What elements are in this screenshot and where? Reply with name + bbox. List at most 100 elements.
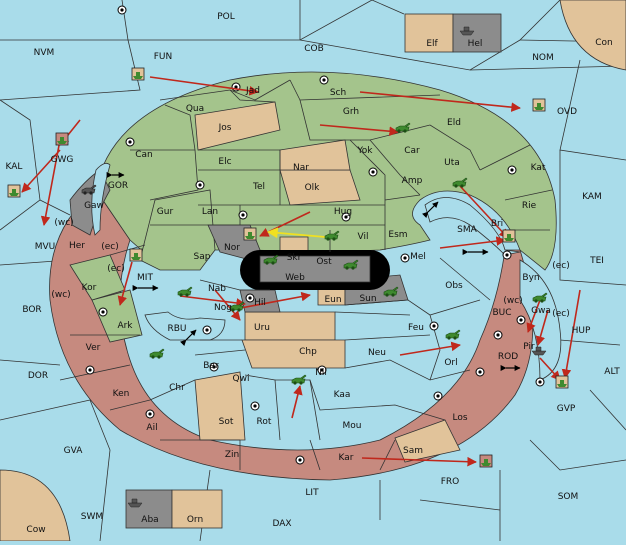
province-label-gor: GOR bbox=[108, 181, 128, 191]
province-label-rod: ROD bbox=[498, 352, 518, 362]
province-label-los: Los bbox=[452, 413, 467, 423]
province-label-elc: Elc bbox=[218, 157, 231, 167]
province-label-ail: Ail bbox=[146, 423, 157, 433]
province-label-esm: Esm bbox=[388, 230, 407, 240]
province-label-car: Car bbox=[404, 146, 420, 156]
province-label-nar: Nar bbox=[293, 163, 309, 173]
web-region[interactable] bbox=[259, 255, 371, 283]
con-region[interactable] bbox=[559, 0, 626, 71]
sot-region[interactable] bbox=[194, 371, 246, 441]
province-label-mel: Mel bbox=[410, 252, 426, 262]
province-label-kor: Kor bbox=[82, 283, 97, 293]
province-label-feu: Feu bbox=[408, 323, 424, 333]
army-icon[interactable] bbox=[177, 286, 193, 298]
province-label-uta: Uta bbox=[444, 158, 460, 168]
coast-tag: (ec) bbox=[552, 309, 570, 319]
province-label-gvp: GVP bbox=[557, 404, 576, 414]
ark-region[interactable] bbox=[91, 289, 143, 343]
province-label-gwa: Gwa bbox=[531, 306, 551, 316]
province-label-bri: Bri bbox=[491, 219, 503, 229]
province-label-som: SOM bbox=[558, 492, 579, 502]
province-label-nvm: NVM bbox=[34, 48, 55, 58]
province-label-chr: Chr bbox=[169, 383, 185, 393]
province-label-pir: Pir bbox=[523, 342, 535, 352]
province-label-alt: ALT bbox=[604, 367, 620, 377]
province-label-bar: Bar bbox=[203, 361, 219, 371]
gor-sea[interactable] bbox=[91, 162, 111, 236]
province-label-bor: BOR bbox=[22, 305, 41, 315]
olk-region[interactable] bbox=[279, 169, 361, 206]
hel-region[interactable] bbox=[452, 13, 502, 53]
aba-region[interactable] bbox=[125, 489, 173, 529]
jos-region[interactable] bbox=[194, 101, 281, 151]
province-label-elf: Elf bbox=[426, 39, 438, 49]
province-label-obs: Obs bbox=[445, 281, 463, 291]
province-label-ost: Ost bbox=[316, 257, 332, 267]
fleet-icon[interactable] bbox=[243, 227, 257, 241]
army-icon[interactable] bbox=[149, 348, 165, 360]
army-icon[interactable] bbox=[291, 374, 307, 386]
province-label-chp: Chp bbox=[299, 347, 317, 357]
province-label-aba: Aba bbox=[141, 515, 158, 525]
province-label-sam: Sam bbox=[403, 446, 423, 456]
province-label-nom: NOM bbox=[532, 53, 554, 63]
province-label-dor: DOR bbox=[28, 371, 48, 381]
province-label-ovd: OVD bbox=[557, 107, 577, 117]
fleet-icon[interactable] bbox=[55, 132, 69, 146]
province-label-orn: Orn bbox=[187, 515, 203, 525]
province-label-sap: Sap bbox=[194, 252, 211, 262]
province-label-rie: Rie bbox=[522, 201, 537, 211]
army-icon[interactable] bbox=[445, 329, 461, 341]
province-label-nor: Nor bbox=[224, 243, 240, 253]
fleet-icon[interactable] bbox=[7, 184, 21, 198]
province-label-nil: Nil bbox=[315, 368, 327, 378]
fleet-icon[interactable] bbox=[131, 67, 145, 81]
province-label-qwi: Qwi bbox=[233, 374, 250, 384]
province-label-eun: Eun bbox=[324, 295, 341, 305]
province-label-nog: Nog bbox=[214, 303, 232, 313]
convoy-arrows bbox=[106, 172, 521, 371]
fleet-icon[interactable] bbox=[129, 248, 143, 262]
province-label-cow: Cow bbox=[26, 525, 45, 535]
province-label-fun: FUN bbox=[154, 52, 173, 62]
province-label-ark: Ark bbox=[117, 321, 133, 331]
sam-region[interactable] bbox=[394, 419, 461, 463]
province-label-sot: Sot bbox=[219, 417, 234, 427]
province-label-jad: Jad bbox=[245, 86, 260, 96]
province-label-kat: Kat bbox=[531, 163, 546, 173]
coast-tag: (ec) bbox=[107, 264, 125, 274]
province-label-rbu: RBU bbox=[167, 324, 186, 334]
coast-tag: (wc) bbox=[503, 296, 522, 306]
coast-tag: (ec) bbox=[552, 261, 570, 271]
province-label-kam: KAM bbox=[582, 192, 602, 202]
province-label-lit: LIT bbox=[305, 488, 319, 498]
province-label-rot: Rot bbox=[257, 417, 272, 427]
fleet-icon[interactable] bbox=[479, 454, 493, 468]
province-label-sma: SMA bbox=[457, 225, 477, 235]
province-label-gwg: GWG bbox=[51, 155, 74, 165]
province-label-mou: Mou bbox=[343, 421, 362, 431]
province-label-yok: Yok bbox=[356, 146, 373, 156]
fleet-icon[interactable] bbox=[555, 375, 569, 389]
province-label-ken: Ken bbox=[113, 389, 130, 399]
province-label-cob: COB bbox=[304, 44, 324, 54]
province-label-buc: BUC bbox=[492, 308, 511, 318]
orn-region[interactable] bbox=[171, 489, 223, 529]
province-label-sch: Sch bbox=[330, 88, 346, 98]
province-label-mvu: MVU bbox=[35, 242, 56, 252]
fleet-icon[interactable] bbox=[532, 98, 546, 112]
province-label-tel: Tel bbox=[252, 182, 265, 192]
province-label-tei: TEI bbox=[589, 256, 604, 266]
province-label-con: Con bbox=[595, 38, 613, 48]
province-label-neu: Neu bbox=[368, 348, 386, 358]
province-borders bbox=[59, 79, 553, 471]
fleet-icon[interactable] bbox=[502, 229, 516, 243]
province-label-dax: DAX bbox=[272, 519, 291, 529]
province-label-web: Web bbox=[285, 273, 305, 283]
province-label-grh: Grh bbox=[343, 107, 359, 117]
province-label-eld: Eld bbox=[447, 118, 461, 128]
chp-region[interactable] bbox=[241, 339, 346, 369]
